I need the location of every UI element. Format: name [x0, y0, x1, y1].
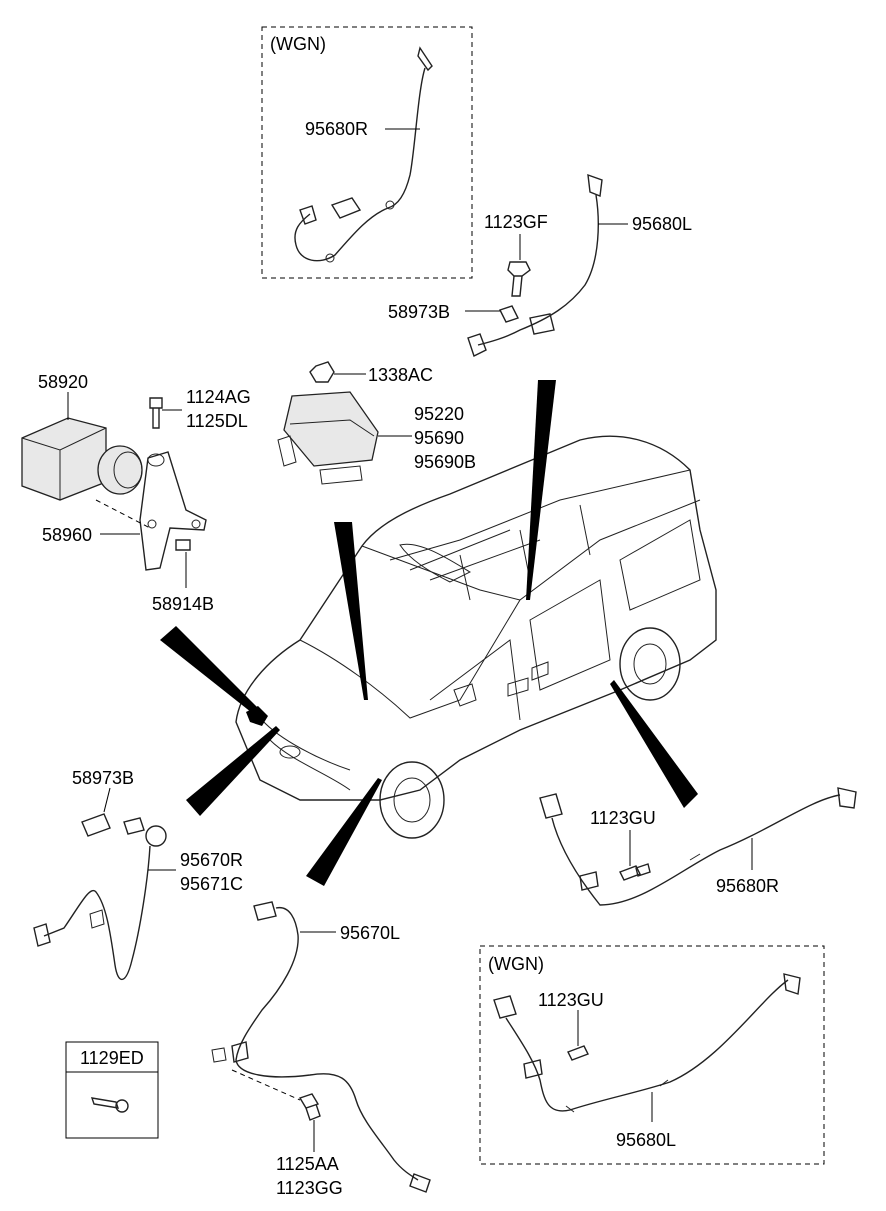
label-95671C: 95671C	[180, 874, 243, 894]
label-95670L: 95670L	[340, 923, 400, 943]
label-58960: 58960	[42, 525, 92, 545]
label-95680R-mid: 95680R	[716, 876, 779, 896]
module-95220	[277, 391, 379, 485]
pointer-wedge-2	[334, 522, 368, 700]
label-1129ED: 1129ED	[80, 1048, 144, 1068]
bolt-1125AA	[298, 1093, 321, 1121]
wgn-group-box-bottom	[479, 945, 825, 1165]
pointer-wedge-5	[306, 778, 382, 886]
hecu-58920	[21, 417, 143, 501]
label-1123GF: 1123GF	[484, 212, 548, 232]
label-95680R-wgn: 95680R	[305, 119, 368, 139]
sensor-cable-95680R-mid	[539, 787, 857, 906]
label-95690B: 95690B	[414, 452, 476, 472]
label-1124AG: 1124AG	[186, 387, 251, 407]
bolt-1123GU-wgn	[567, 1045, 589, 1061]
label-1338AC: 1338AC	[368, 365, 433, 385]
label-1125AA: 1125AA	[276, 1154, 339, 1174]
wgn-group-label-bottom: (WGN)	[488, 954, 544, 974]
label-58973B-left: 58973B	[72, 768, 134, 788]
bracket-58960	[95, 451, 207, 571]
sensor-cable-95670L	[211, 901, 431, 1193]
sensor-cable-95680L-top	[467, 173, 603, 357]
label-95690: 95690	[414, 428, 464, 448]
vehicle-van	[235, 435, 717, 839]
pointer-wedge-4	[186, 726, 280, 816]
pointer-wedge-1	[526, 380, 556, 600]
part-box-1129ED	[65, 1041, 159, 1139]
nut-1338AC	[309, 361, 335, 383]
sensor-cable-95680R-wgn	[294, 46, 433, 263]
wgn-group-box-top	[261, 26, 473, 279]
bolt-58914B	[175, 539, 191, 551]
bolt-1123GF	[507, 261, 531, 297]
label-58914B: 58914B	[152, 594, 214, 614]
label-95220: 95220	[414, 404, 464, 424]
pointer-wedge-3	[160, 626, 262, 716]
label-95680L-wgn: 95680L	[616, 1130, 676, 1150]
hecu-position-marker	[246, 706, 268, 726]
label-95680L-top: 95680L	[632, 214, 692, 234]
label-58920: 58920	[38, 372, 88, 392]
sensor-cable-95670R	[33, 817, 167, 981]
label-58973B-top: 58973B	[388, 302, 450, 322]
bracket-58973B-left	[81, 813, 111, 837]
bracket-58973B-top	[499, 305, 519, 323]
leader-58973B-left	[103, 787, 111, 813]
sensor-cable-95680L-wgn	[493, 973, 801, 1113]
label-1125DL: 1125DL	[186, 411, 248, 431]
label-1123GU-wgn: 1123GU	[538, 990, 604, 1010]
wgn-group-label-top: (WGN)	[270, 34, 326, 54]
label-1123GG: 1123GG	[276, 1178, 343, 1198]
pointer-wedge-6	[610, 680, 698, 808]
bolt-1123GU-mid	[619, 863, 651, 881]
label-95670R: 95670R	[180, 850, 243, 870]
label-1123GU-mid: 1123GU	[590, 808, 656, 828]
